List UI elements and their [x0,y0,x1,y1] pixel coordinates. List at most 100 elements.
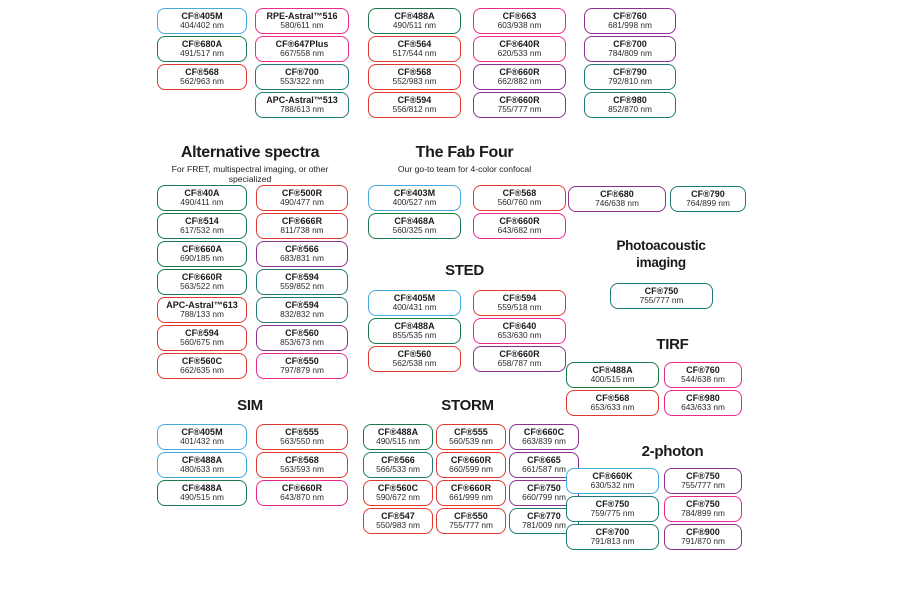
dye-excitation-emission: 683/831 nm [280,253,324,264]
dye-name: CF®40A [184,188,220,199]
dye-excitation-emission: 490/515 nm [376,436,420,447]
section-title: The Fab Four [415,144,514,161]
dye-name: CF®488A [181,483,223,494]
dye-excitation-emission: 580/611 nm [280,20,324,31]
dye-excitation-emission: 401/432 nm [180,436,224,447]
dye-name: CF®760 [686,365,720,376]
dye-name: CF®403M [393,188,436,199]
dye-name: CF®594 [502,293,537,304]
dye-name: CF®660R [181,272,223,283]
dye-excitation-emission: 653/630 nm [497,330,542,341]
dye-excitation-emission: 559/852 nm [280,281,324,292]
dye-name: CF®594 [285,300,319,311]
section-header-alternative-spectra: Alternative spectra For FRET, multispect… [150,144,350,184]
dye-excitation-emission: 755/777 nm [681,480,725,491]
section-title: STORM [441,397,494,414]
dye-name: CF®700 [595,527,630,538]
dye-excitation-emission: 643/633 nm [681,402,725,413]
dye-name: CF®665 [527,455,561,466]
section-header-fab-four: The Fab Four Our go-to team for 4-color … [362,144,567,174]
dye-excitation-emission: 490/515 nm [180,492,224,503]
dye-excitation-emission: 653/633 nm [590,402,635,413]
dye-name: CF®488A [394,11,435,22]
dye-name: CF®550 [454,511,488,522]
dye-name: CF®488A [377,427,419,438]
dye-name: CF®900 [686,527,720,538]
dye-excitation-emission: 400/527 nm [392,197,437,208]
dye-name: CF®660R [499,95,540,106]
dye-name: CF®750 [686,471,720,482]
dye-excitation-emission: 643/682 nm [497,225,542,236]
dye-name: CF®568 [397,67,432,78]
dye-name: CF®700 [285,67,319,78]
section-header-tirf: TIRF [600,336,745,353]
dye-name: CF®514 [185,216,219,227]
dye-excitation-emission: 544/638 nm [681,374,725,385]
dye-excitation-emission: 788/133 nm [180,309,224,320]
dye-excitation-emission: 603/938 nm [497,20,542,31]
dye-name: CF®594 [285,272,319,283]
dye-name: CF®594 [397,95,432,106]
dye-excitation-emission: 559/518 nm [497,302,542,313]
section-header-sted: STED [362,262,567,279]
dye-excitation-emission: 811/738 nm [280,225,324,236]
dye-name: CF®560 [285,328,319,339]
dye-excitation-emission: 490/477 nm [280,197,324,208]
dye-name: APC-Astral™613 [166,300,238,311]
dye-name: CF®660K [592,471,633,482]
dye-name: CF®568 [185,67,219,78]
dye-name: CF®760 [613,11,647,22]
dye-name: CF®750 [644,286,679,297]
dye-name: RPE-Astral™516 [266,11,338,22]
dye-name: CF®640R [499,39,540,50]
dye-name: CF®468A [394,216,435,227]
dye-excitation-emission: 781/009 nm [522,520,566,531]
dye-name: CF®770 [527,511,561,522]
dye-excitation-emission: 667/558 nm [280,48,324,59]
section-subtitle: Our go-to team for 4-color confocal [397,164,532,174]
dye-excitation-emission: 797/879 nm [280,365,324,376]
dye-name: CF®790 [613,67,647,78]
dye-excitation-emission: 400/431 nm [392,302,437,313]
dye-name: CF®560 [397,349,432,360]
dye-excitation-emission: 784/899 nm [681,508,725,519]
dye-name: CF®660R [450,455,492,466]
dye-excitation-emission: 563/550 nm [280,436,324,447]
dye-name: CF®660R [499,349,540,360]
dye-excitation-emission: 792/810 nm [608,76,652,87]
dye-excitation-emission: 791/870 nm [681,536,725,547]
dye-excitation-emission: 560/539 nm [449,436,493,447]
dye-name: CF®594 [185,328,219,339]
dye-excitation-emission: 788/613 nm [280,104,324,115]
